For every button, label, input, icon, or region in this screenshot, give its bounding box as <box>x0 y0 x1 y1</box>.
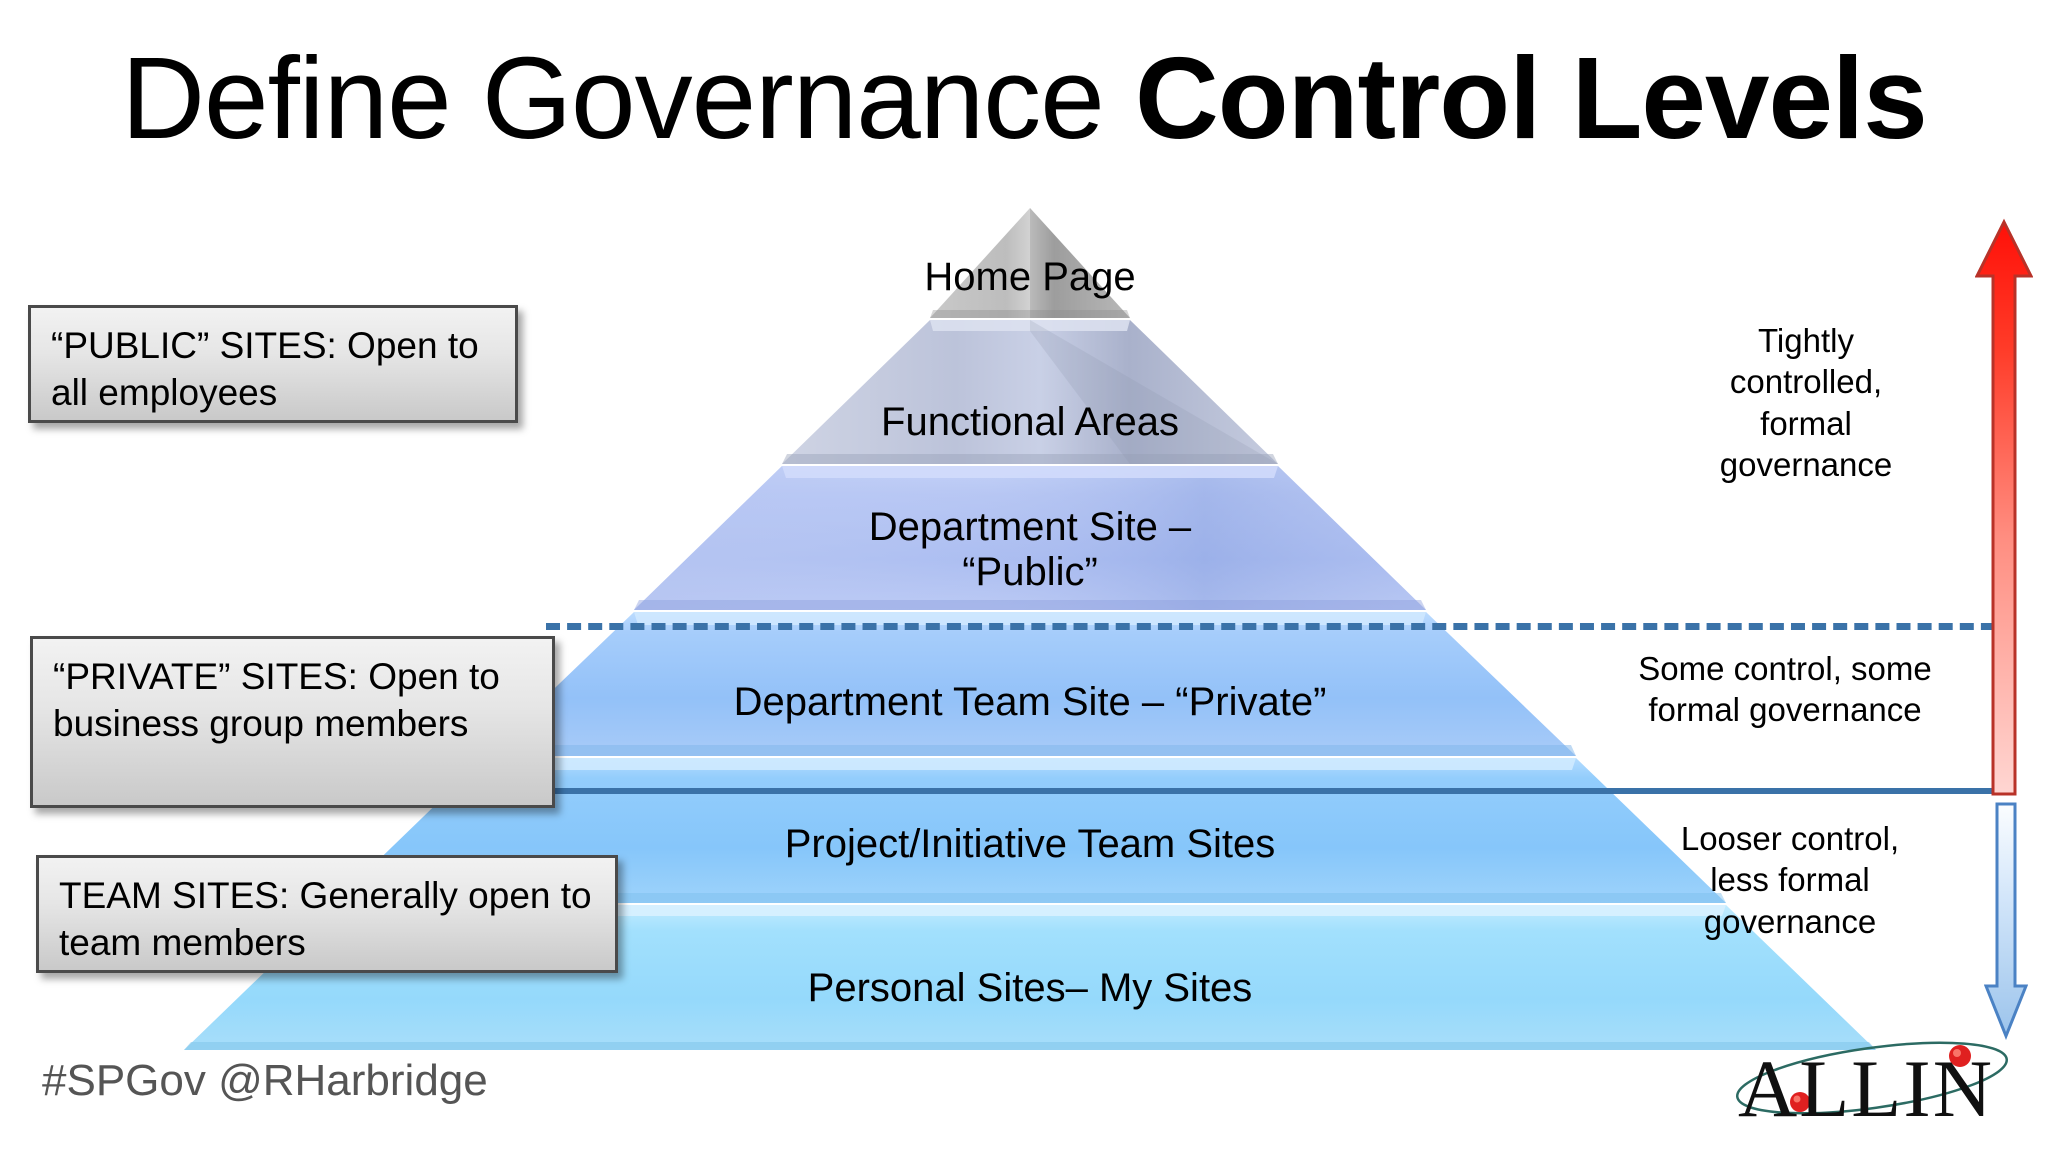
allin-logo: ALLIN <box>1722 1030 2022 1140</box>
allin-orbit-graphic <box>1736 1041 2008 1115</box>
social-handle: #SPGov @RHarbridge <box>42 1056 488 1105</box>
side-note-looser-control: Looser control, less formal governance <box>1680 820 1900 940</box>
callout-public-sites: “PUBLIC” SITES: Open to all employees <box>28 305 518 423</box>
tier-label-personal-sites: Personal Sites– My Sites <box>807 966 1253 1010</box>
private-team-divider-solid <box>406 788 2016 794</box>
page-title-bold: Control Levels <box>1135 33 1928 163</box>
side-note-tight-control: Tightly controlled, formal governance <box>1719 322 1893 483</box>
increasing-control-arrow-icon <box>1975 218 2033 796</box>
page-title-light: Define Governance <box>121 33 1135 163</box>
tier-label-department-site: Department Site – “Public” <box>868 505 1192 594</box>
public-private-divider-dashed <box>546 623 2016 630</box>
callout-private-sites: “PRIVATE” SITES: Open to business group … <box>30 636 555 808</box>
side-note-some-control: Some control, some formal governance <box>1638 650 1932 729</box>
tier-label-project-team-sites: Project/Initiative Team Sites <box>784 822 1276 866</box>
tier-label-department-team-site: Department Team Site – “Private” <box>733 680 1327 724</box>
callout-team-sites: TEAM SITES: Generally open to team membe… <box>36 855 618 973</box>
decreasing-control-arrow-icon <box>1984 802 2028 1040</box>
tier-label-home-page: Home Page <box>924 255 1136 299</box>
allin-logo-text: ALLIN <box>1738 1043 1994 1134</box>
page-title: Define Governance Control Levels <box>0 37 2048 160</box>
tier-label-functional-areas: Functional Areas <box>881 400 1179 444</box>
